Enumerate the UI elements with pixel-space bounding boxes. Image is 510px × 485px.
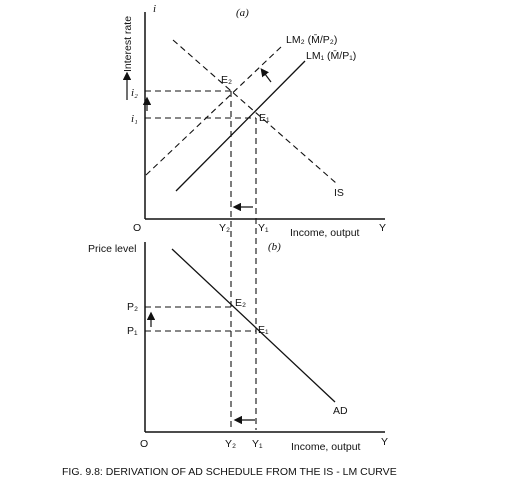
top-point-e2: E₂	[221, 74, 232, 86]
top-x-axis-label: Income, output	[290, 227, 360, 239]
top-tick-y1: Y₁	[258, 222, 269, 234]
interest-rate-label: Interest rate	[122, 16, 134, 72]
figure-caption: FIG. 9.8: DERIVATION OF AD SCHEDULE FROM…	[62, 466, 397, 478]
top-y-axis-symbol: i	[153, 3, 156, 15]
ad-curve-label: AD	[333, 405, 348, 417]
lm-shift-arrow-icon	[260, 68, 272, 83]
is-curve	[172, 39, 337, 184]
top-tick-y2: Y₂	[219, 222, 230, 234]
tick-p1: P₁	[127, 325, 138, 337]
bottom-x-axis-label: Income, output	[291, 441, 361, 453]
lm2-curve-label: LM₂ (M̄/P₂)	[286, 33, 337, 46]
bottom-point-e1: E₁	[258, 324, 269, 336]
tick-p2: P₂	[127, 301, 138, 313]
top-x-axis-symbol: Y	[379, 222, 386, 234]
ad-curve	[171, 248, 336, 403]
bottom-tick-y1: Y₁	[252, 438, 263, 450]
bottom-panel: Price level (b) AD E₂ E₁ P₂ P₁ O Y₂ Y₁ I…	[88, 241, 388, 453]
bottom-panel-label: (b)	[268, 241, 281, 253]
bottom-tick-y2: Y₂	[225, 438, 236, 450]
lm2-curve	[145, 46, 282, 176]
top-panel-label: (a)	[236, 7, 249, 19]
lm1-curve-label: LM₁ (M̄/P₁)	[306, 49, 356, 62]
bottom-x-axis-symbol: Y	[381, 436, 388, 448]
interest-rate-axis-label: Interest rate	[122, 16, 134, 100]
tick-i1: i₁	[131, 113, 138, 125]
bottom-point-e2: E₂	[235, 297, 246, 309]
lm1-curve	[175, 60, 306, 192]
tick-i2: i₂	[131, 87, 138, 99]
top-panel: i (a) Interest rate LM₂ (M̄/P₂) LM₁ (M̄/…	[122, 3, 386, 239]
bottom-origin: O	[140, 438, 148, 450]
is-curve-label: IS	[334, 187, 344, 199]
top-origin: O	[133, 222, 141, 234]
price-level-label: Price level	[88, 243, 136, 255]
top-point-e1: E₁	[259, 112, 270, 124]
